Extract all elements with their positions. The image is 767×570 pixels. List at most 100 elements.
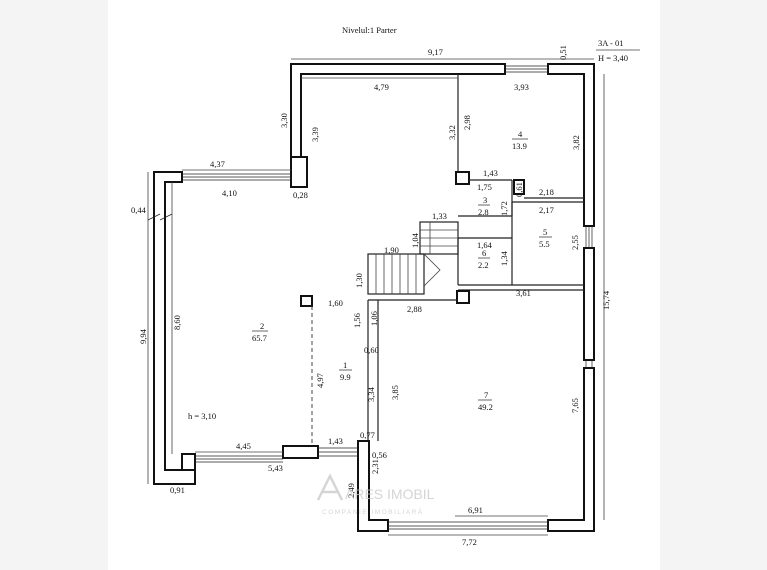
height-note: H = 3,40 [598, 53, 628, 63]
exterior-walls [153, 63, 595, 532]
dim-room7-right: 7,65 [570, 398, 580, 413]
dim-top-total: 9,17 [428, 47, 443, 57]
dim-room5-top: 2,18 [539, 187, 554, 197]
dim-mid-corridor: 2,88 [407, 304, 422, 314]
room-number-4: 4 [518, 129, 523, 139]
column-room2 [300, 295, 313, 307]
wall-left [153, 171, 196, 485]
watermark-tagline: COMPANIE IMOBILIARĂ [322, 507, 424, 516]
dim-room1-offset: 0,60 [364, 345, 379, 355]
room-number-1: 1 [343, 360, 347, 370]
column-room7 [456, 290, 470, 304]
window-right-lower [585, 360, 593, 368]
dim-top-right-corner: 0,51 [558, 45, 568, 60]
dim-bottom-outer: 7,72 [462, 537, 477, 547]
dim-room3-side: 0,61 [514, 182, 524, 197]
dim-top-left-room: 4,79 [374, 82, 389, 92]
window-top-right [505, 65, 548, 73]
dim-left-wing-outer: 4,37 [210, 159, 225, 169]
dim-bump-outer: 3,30 [279, 113, 289, 128]
plan-title: Nivelul:1 Parter [342, 25, 397, 35]
dim-left-wing-inner: 4,10 [222, 188, 237, 198]
dim-right-total: 15,74 [601, 290, 611, 310]
dim-bottom-mid: 1,43 [328, 436, 343, 446]
dim-bottom-mid-wall: 0,77 [360, 430, 375, 440]
scan-margin-right [660, 0, 767, 570]
staircase [367, 221, 459, 295]
dim-room1-inner2: 3,85 [390, 385, 400, 400]
room-area-7: 49.2 [478, 402, 493, 412]
dim-bottom-inner: 6,91 [468, 505, 483, 515]
room-area-1: 9.9 [340, 372, 351, 382]
room-number-6: 6 [482, 248, 486, 258]
room-area-2: 65.7 [252, 333, 267, 343]
dim-bottom-step1: 2,49 [346, 483, 356, 498]
dim-room4-right: 3,82 [571, 135, 581, 150]
dim-room1-height: 4,97 [315, 373, 325, 388]
dim-room4-inner: 2,98 [462, 115, 472, 130]
dim-room1-inner: 3,34 [366, 386, 376, 402]
column-room3 [455, 171, 470, 185]
room-area-5: 5.5 [539, 239, 550, 249]
dim-right-small: 2,55 [570, 235, 580, 250]
dim-left-wall-offset: 0,44 [131, 205, 147, 215]
dim-room6-width: 1,64 [477, 240, 493, 250]
dim-room6-height: 1,34 [499, 250, 509, 266]
room-number-3: 3 [483, 195, 487, 205]
wall-bottom-bay [357, 440, 389, 532]
wall-top-right [547, 63, 595, 227]
window-left-edge [147, 213, 173, 221]
window-bottom-left [195, 455, 283, 463]
dim-room5-width: 2,17 [539, 205, 554, 215]
room-number-5: 5 [543, 227, 547, 237]
dim-bottom-left-inner: 4,45 [236, 441, 251, 451]
room-height-note: h = 3,10 [188, 411, 216, 421]
window-bottom [388, 521, 548, 530]
dim-room1-left1: 1,56 [352, 313, 362, 328]
room-area-4: 13.9 [512, 141, 527, 151]
dim-top-right-room: 3,93 [514, 82, 529, 92]
dimension-labels: 9,17 4,79 3,93 0,51 4,37 4,10 0,28 0,44 … [131, 45, 611, 547]
dim-room7-top: 3,61 [516, 288, 531, 298]
dim-bottom-mid-offset: 0,56 [372, 450, 387, 460]
dim-stair-top: 1,33 [432, 211, 447, 221]
dim-bottom-left-corner: 0,91 [170, 485, 185, 495]
dim-stair-width: 1,90 [384, 245, 399, 255]
wall-right-lower [547, 367, 595, 532]
dim-bottom-step2: 2,31 [370, 459, 380, 474]
wall-bump [290, 156, 308, 188]
dimension-lines [147, 58, 605, 536]
wall-left-bottom [181, 453, 196, 471]
dim-room1-left2: 1,06 [369, 311, 379, 326]
window-bottom-mid [318, 447, 358, 457]
window-right [585, 226, 593, 248]
dim-left-wing-thickness: 0,28 [293, 190, 308, 200]
dim-bottom-left-outer: 5,43 [268, 463, 283, 473]
room-area-3: 2.8 [478, 207, 489, 217]
interior-walls [300, 74, 584, 446]
room-area-6: 2.2 [478, 260, 489, 270]
dim-left-inner: 8,60 [172, 315, 182, 330]
dim-stair-height: 1,30 [354, 273, 364, 288]
column-room5 [513, 179, 525, 195]
watermark-brand: ARES IMOBIL [345, 486, 435, 502]
windows [147, 65, 593, 530]
dim-room3-width: 1,75 [477, 182, 492, 192]
watermark-logo-icon [316, 473, 344, 501]
scan-margin-left [0, 0, 108, 570]
dim-left-total: 9,94 [138, 328, 148, 344]
stair-flight-bottom [367, 253, 425, 295]
wall-bottom-mid [282, 445, 319, 459]
room-number-2: 2 [260, 321, 264, 331]
dim-room3-top: 1,43 [483, 168, 498, 178]
dim-room3-height: 1,72 [499, 201, 509, 216]
dim-bump-inner: 3,39 [310, 127, 320, 142]
sheet-number: 3A - 01 [598, 38, 624, 48]
dim-stair-side: 1,04 [410, 232, 420, 248]
room-labels: 2 65.7 1 9.9 7 49.2 4 13.9 3 2.8 5 5.5 6… [188, 129, 552, 421]
dim-mid-left: 1,60 [328, 298, 343, 308]
dim-room4-left: 3,32 [447, 125, 457, 140]
wall-right-upper [583, 247, 595, 361]
room-number-7: 7 [484, 390, 488, 400]
